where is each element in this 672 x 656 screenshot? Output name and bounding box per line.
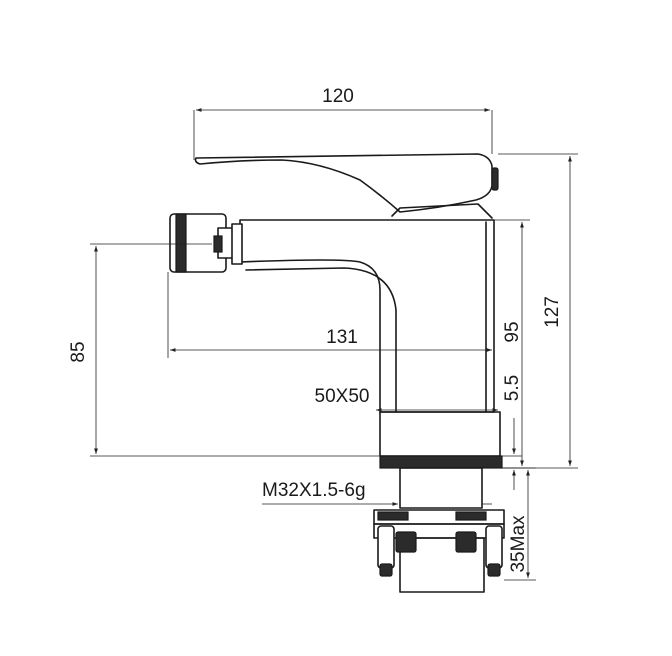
bracket-washer-right	[455, 511, 487, 521]
faucet-outline	[169, 153, 505, 593]
bolt-left	[377, 525, 395, 569]
dim-height-total-label: 127	[542, 296, 563, 328]
dim-deck-max-label: 35Max	[508, 515, 529, 573]
mounting-bracket	[373, 509, 505, 593]
nozzle-tip	[213, 235, 223, 253]
thread-shank	[399, 467, 483, 509]
dim-thread: M32X1.5-6g	[262, 480, 492, 506]
base-plate	[379, 455, 503, 469]
nut-left	[395, 531, 417, 553]
handle-pin	[491, 167, 499, 191]
dim-thread-label: M32X1.5-6g	[262, 480, 366, 501]
dim-spout-height-label: 95	[502, 321, 523, 342]
dim-spout-length: 131	[167, 272, 492, 358]
dim-width-top: 120	[193, 86, 493, 160]
dim-outlet-height-label: 85	[68, 341, 89, 362]
dim-base-size: 50X50	[315, 386, 498, 412]
handle-collar	[391, 203, 493, 219]
dim-height-total: 127	[498, 153, 578, 469]
dim-deck-max: 35Max	[502, 467, 536, 581]
dim-outlet-height: 85	[68, 243, 380, 457]
bolt-end-left	[379, 563, 393, 577]
bolt-end-right	[487, 563, 501, 577]
bolt-right	[485, 525, 503, 569]
main-body	[239, 219, 495, 413]
nut-right	[455, 531, 477, 553]
dim-width-top-label: 120	[322, 86, 354, 107]
base-block	[379, 411, 501, 457]
dim-base-thickness: 5.5	[502, 375, 523, 490]
handle-lever	[194, 153, 493, 213]
nozzle-ring	[231, 223, 243, 265]
nozzle-groove	[175, 213, 187, 273]
bracket-washer-left	[377, 511, 409, 521]
bracket-stem	[399, 537, 485, 593]
dim-base-thickness-label: 5.5	[502, 375, 523, 401]
spout-inner-line	[245, 267, 397, 413]
nozzle-assembly	[169, 213, 243, 273]
dim-base-size-label: 50X50	[315, 386, 370, 407]
dim-spout-length-label: 131	[326, 327, 358, 348]
